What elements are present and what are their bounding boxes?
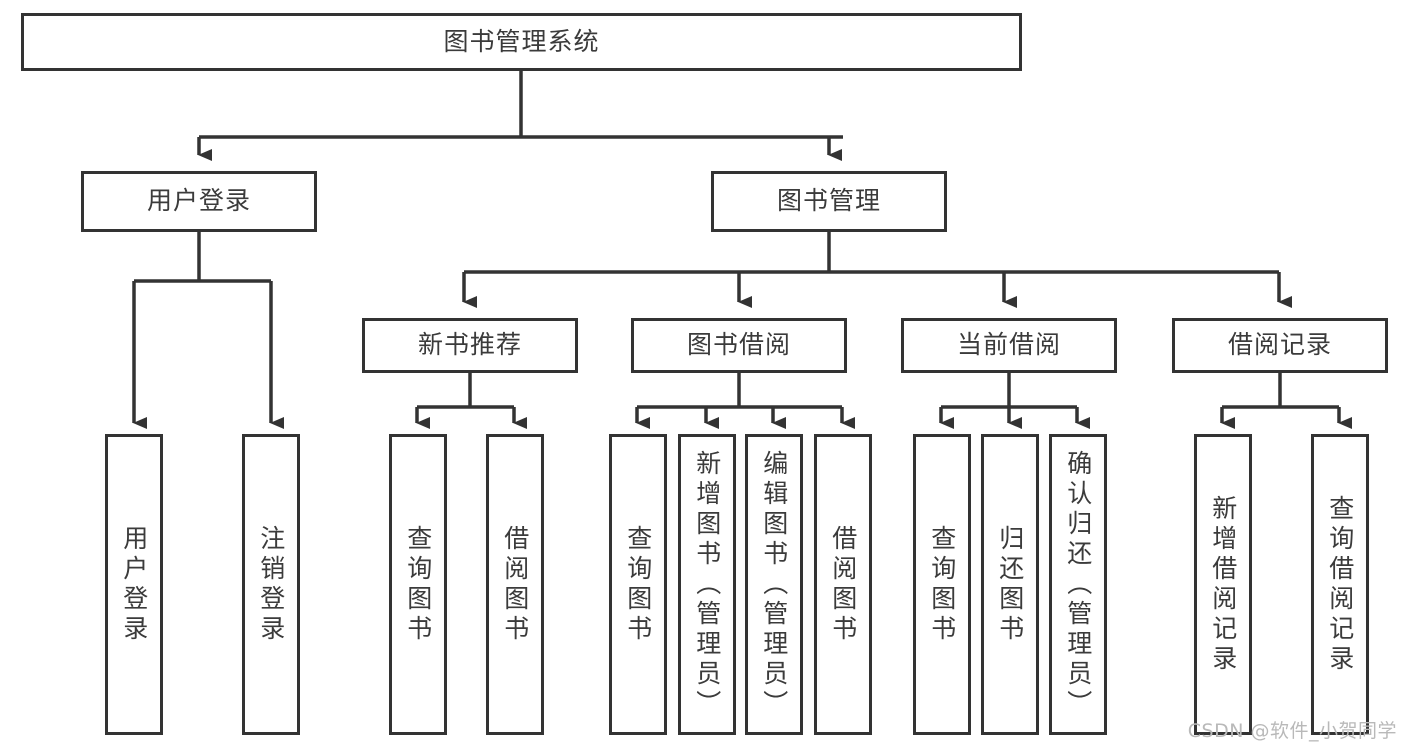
node-leaf-query-book-1[interactable]: 查询图书: [389, 434, 447, 735]
node-label-leaf-borrow-book-2: 借阅图书: [828, 524, 858, 645]
node-label-leaf-return-book: 归还图书: [995, 524, 1025, 645]
node-label-leaf-user-logout: 注销登录: [256, 524, 286, 645]
node-label-borrow-record: 借阅记录: [1227, 330, 1332, 360]
node-leaf-confirm-return[interactable]: 确认归还（管理员）: [1049, 434, 1107, 735]
node-new-book-recommend[interactable]: 新书推荐: [362, 318, 578, 373]
node-label-leaf-query-record: 查询借阅记录: [1325, 494, 1355, 675]
node-root-system[interactable]: 图书管理系统: [21, 13, 1022, 71]
node-label-book-borrow: 图书借阅: [686, 330, 791, 360]
node-leaf-add-book[interactable]: 新增图书（管理员）: [678, 434, 736, 735]
node-label-leaf-add-record: 新增借阅记录: [1208, 494, 1238, 675]
node-label-book-management: 图书管理: [776, 186, 881, 216]
node-label-user-login: 用户登录: [146, 186, 251, 216]
node-label-new-book-recommend: 新书推荐: [417, 330, 522, 360]
node-leaf-edit-book[interactable]: 编辑图书（管理员）: [745, 434, 803, 735]
node-label-leaf-confirm-return: 确认归还（管理员）: [1063, 449, 1093, 720]
node-current-borrow[interactable]: 当前借阅: [901, 318, 1117, 373]
node-label-root: 图书管理系统: [443, 26, 600, 56]
node-leaf-query-book-2[interactable]: 查询图书: [609, 434, 667, 735]
node-label-leaf-query-book-2: 查询图书: [623, 524, 653, 645]
node-leaf-borrow-book-1[interactable]: 借阅图书: [486, 434, 544, 735]
node-label-leaf-query-book-3: 查询图书: [927, 524, 957, 645]
node-leaf-query-record[interactable]: 查询借阅记录: [1311, 434, 1369, 735]
node-leaf-query-book-3[interactable]: 查询图书: [913, 434, 971, 735]
node-label-leaf-borrow-book-1: 借阅图书: [500, 524, 530, 645]
node-label-leaf-add-book: 新增图书（管理员）: [692, 449, 722, 720]
node-label-leaf-user-login: 用户登录: [119, 524, 149, 645]
node-book-management[interactable]: 图书管理: [711, 171, 947, 232]
node-book-borrow[interactable]: 图书借阅: [631, 318, 847, 373]
node-label-current-borrow: 当前借阅: [956, 330, 1061, 360]
node-user-login[interactable]: 用户登录: [81, 171, 317, 232]
node-leaf-user-logout[interactable]: 注销登录: [242, 434, 300, 735]
node-leaf-user-login[interactable]: 用户登录: [105, 434, 163, 735]
node-leaf-add-record[interactable]: 新增借阅记录: [1194, 434, 1252, 735]
node-leaf-borrow-book-2[interactable]: 借阅图书: [814, 434, 872, 735]
node-label-leaf-query-book-1: 查询图书: [403, 524, 433, 645]
node-leaf-return-book[interactable]: 归还图书: [981, 434, 1039, 735]
node-borrow-record[interactable]: 借阅记录: [1172, 318, 1388, 373]
node-label-leaf-edit-book: 编辑图书（管理员）: [759, 449, 789, 720]
